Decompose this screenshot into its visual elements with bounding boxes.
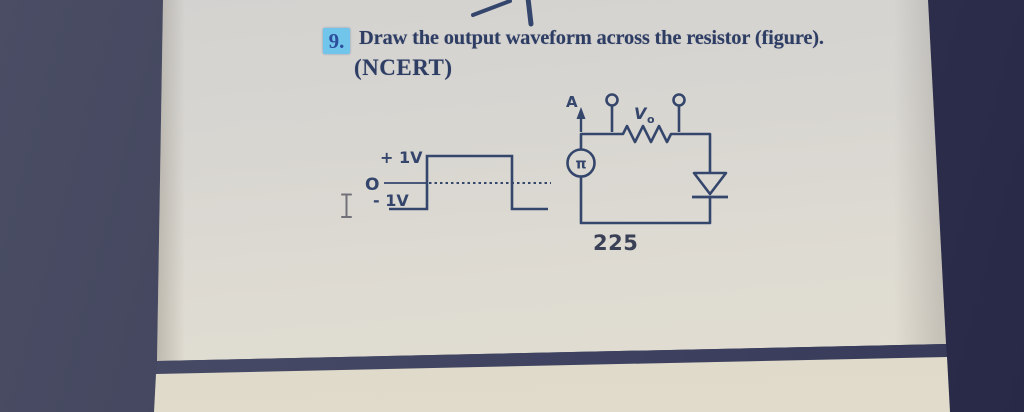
- terminal-right-icon: [672, 93, 686, 107]
- signal-source-glyph: π: [576, 157, 587, 173]
- question-source: (NCERT): [354, 55, 453, 80]
- waveform-minus-label: - 1V: [373, 191, 409, 210]
- question-number: 9.: [328, 28, 345, 53]
- partial-figure-top: [471, 0, 534, 27]
- waveform-zero-label: O: [365, 175, 379, 195]
- circuit-wires: [579, 124, 712, 225]
- page-number: 225: [593, 231, 639, 255]
- circuit-figure: π A V o: [566, 93, 728, 225]
- terminal-left-icon: [605, 93, 619, 107]
- vout-subscript: o: [647, 113, 655, 126]
- input-waveform-figure: + 1V O - 1V: [365, 148, 551, 211]
- node-a-arrowhead: [576, 107, 586, 119]
- question-number-highlight: 9.: [323, 28, 350, 54]
- signal-source-icon: [566, 148, 596, 178]
- waveform-plus-label: + 1V: [380, 148, 423, 167]
- question-text: Draw the output waveform across the resi…: [359, 27, 824, 49]
- vout-label: V: [634, 104, 648, 123]
- text-cursor-icon: [341, 193, 352, 218]
- node-a-label: A: [566, 93, 578, 111]
- waveform-trace: [389, 154, 548, 211]
- diode-icon: [692, 171, 728, 196]
